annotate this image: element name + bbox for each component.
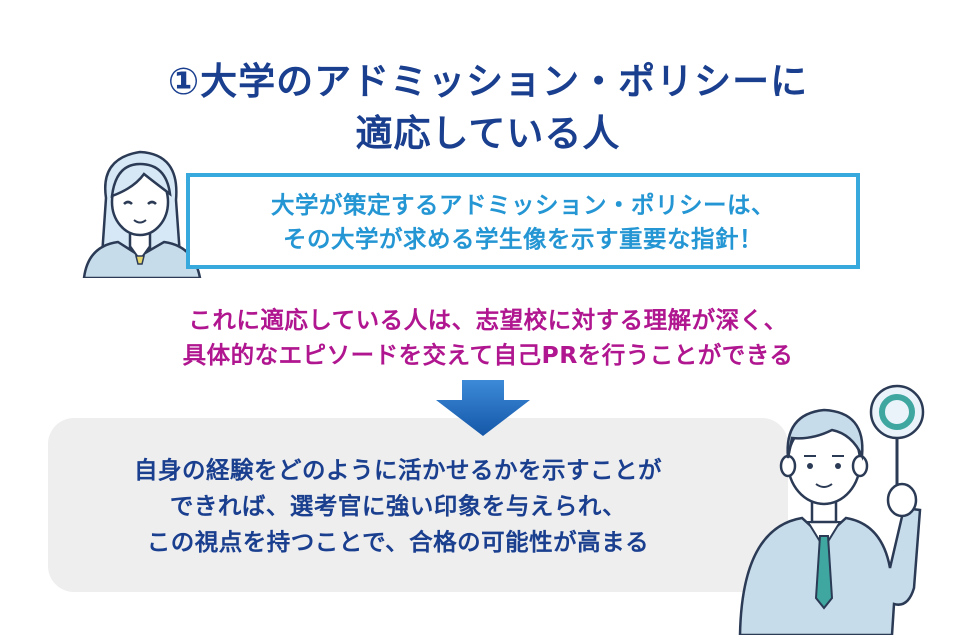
quote-box: 大学が策定するアドミッション・ポリシーは、 その大学が求める学生像を示す重要な指… — [186, 173, 860, 269]
woman-avatar-icon — [82, 150, 202, 278]
highlight-line-1: これに適応している人は、志望校に対する理解が深く、 — [188, 306, 788, 334]
page-title: ①大学のアドミッション・ポリシーに 適応している人 — [0, 56, 976, 160]
quote-line-2: その大学が求める学生像を示す重要な指針！ — [283, 225, 763, 253]
title-line-1: ①大学のアドミッション・ポリシーに — [167, 60, 809, 103]
conclusion-box — [48, 418, 788, 592]
conclusion-text: 自身の経験をどのように活かせるかを示すことが できれば、選考官に強い印象を与えら… — [48, 452, 748, 560]
highlight-line-2: 具体的なエピソードを交えて自己PRを行うことができる — [182, 341, 794, 369]
title-line-2: 適応している人 — [355, 112, 621, 155]
conclusion-line-3: この視点を持つことで、合格の可能性が高まる — [146, 528, 650, 556]
man-holding-circle-sign-icon — [738, 384, 925, 635]
conclusion-line-1: 自身の経験をどのように活かせるかを示すことが — [134, 456, 662, 484]
highlight-text: これに適応している人は、志望校に対する理解が深く、 具体的なエピソードを交えて自… — [0, 303, 976, 373]
conclusion-line-2: できれば、選考官に強い印象を与えられ、 — [169, 492, 627, 520]
quote-line-1: 大学が策定するアドミッション・ポリシーは、 — [271, 191, 775, 219]
down-arrow-icon — [436, 380, 530, 436]
